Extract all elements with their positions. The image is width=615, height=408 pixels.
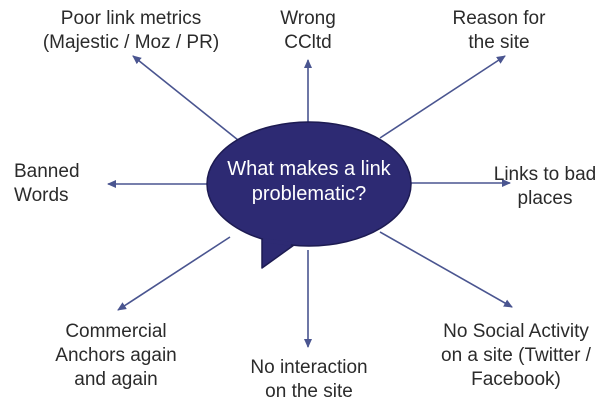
node-poor-link-metrics-line1: Poor link metrics <box>60 8 202 29</box>
node-no-social-line1: No Social Activity <box>443 321 589 342</box>
node-wrong-ccltd: Wrong CCltd <box>258 7 358 55</box>
node-poor-link-metrics: Poor link metrics (Majestic / Moz / PR) <box>18 7 244 55</box>
node-poor-link-metrics-line2: (Majestic / Moz / PR) <box>42 32 220 53</box>
node-links-bad-places-line1: Links to bad <box>493 164 597 185</box>
arrow-to-reason-for-site <box>379 55 506 139</box>
node-commercial-anchors: Commercial Anchors again and again <box>44 320 188 392</box>
center-question: What makes a link problematic? <box>209 157 409 207</box>
node-banned-words-line2: Words <box>14 185 69 206</box>
node-no-social: No Social Activity on a site (Twitter / … <box>424 320 608 392</box>
node-commercial-anchors-line1: Commercial <box>65 321 167 342</box>
node-no-interaction-line2: on the site <box>265 381 353 402</box>
node-no-social-line3: Facebook) <box>471 369 561 390</box>
node-no-social-line2: on a site (Twitter / <box>441 345 591 366</box>
node-links-bad-places-line2: places <box>517 188 573 209</box>
node-no-interaction: No interaction on the site <box>234 356 384 404</box>
node-reason-for-site: Reason for the site <box>437 7 561 55</box>
node-banned-words: Banned Words <box>14 160 104 208</box>
node-banned-words-line1: Banned <box>14 161 80 182</box>
node-commercial-anchors-line2: Anchors again <box>55 345 177 366</box>
node-reason-for-site-line2: the site <box>468 32 530 53</box>
node-wrong-ccltd-line1: Wrong <box>280 8 336 29</box>
arrow-to-poor-link-metrics <box>132 55 239 141</box>
arrow-to-no-social <box>379 231 513 308</box>
center-question-line2: problematic? <box>251 183 367 205</box>
node-links-bad-places: Links to bad places <box>480 163 610 211</box>
node-commercial-anchors-line3: and again <box>74 369 158 390</box>
arrow-to-commercial-anchors <box>117 236 231 311</box>
node-wrong-ccltd-line2: CCltd <box>284 32 332 53</box>
node-no-interaction-line1: No interaction <box>250 357 368 378</box>
center-speech-bubble <box>206 121 412 269</box>
node-reason-for-site-line1: Reason for <box>452 8 546 29</box>
center-question-line1: What makes a link <box>227 158 391 180</box>
